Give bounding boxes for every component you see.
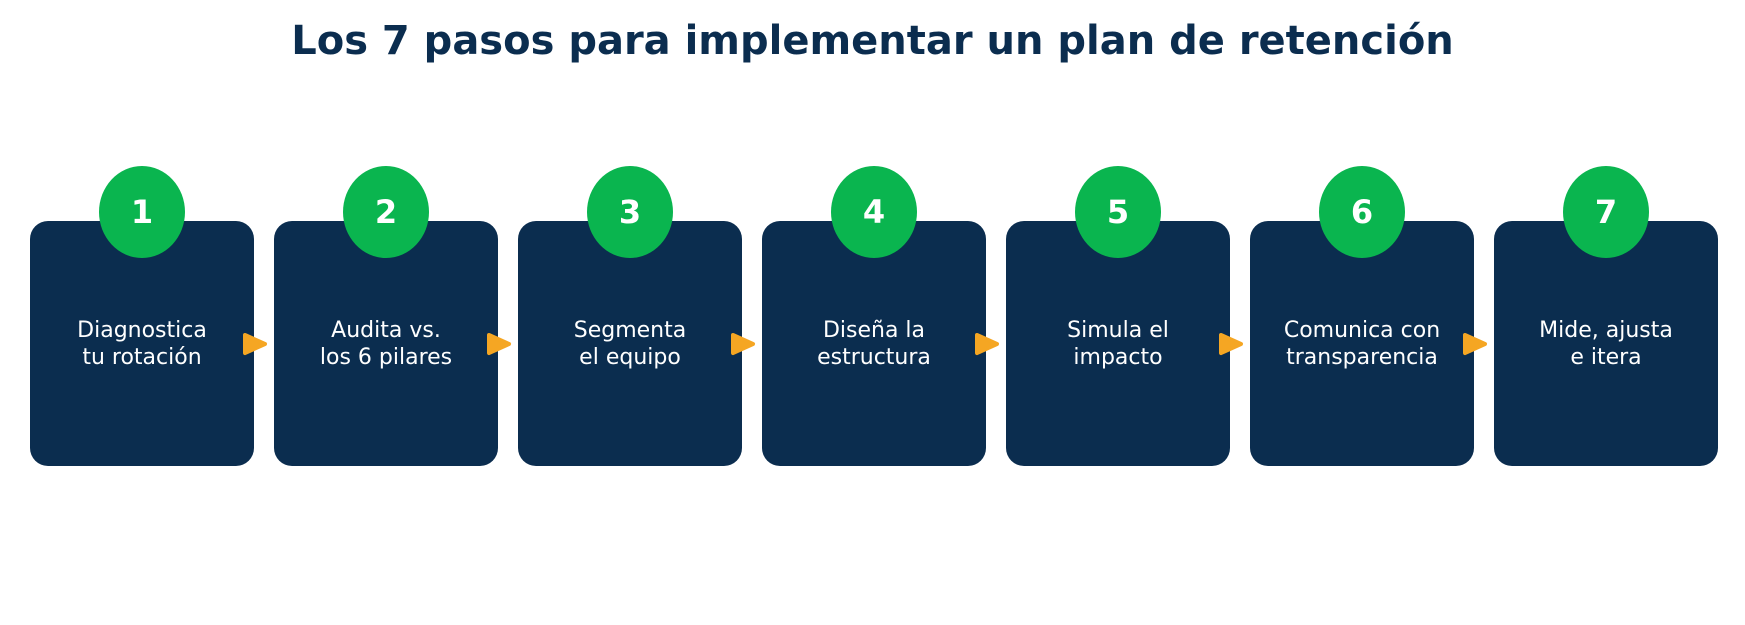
step-6: Comunica con transparencia 6 bbox=[1250, 166, 1474, 466]
step-label: Diseña la estructura bbox=[817, 317, 931, 370]
step-card: Segmenta el equipo bbox=[518, 221, 742, 466]
diagram-title: Los 7 pasos para implementar un plan de … bbox=[291, 18, 1454, 64]
step-label: Simula el impacto bbox=[1067, 317, 1169, 370]
step-label: Comunica con transparencia bbox=[1283, 317, 1441, 370]
arrow-right-icon bbox=[1218, 332, 1244, 356]
arrow-right-icon bbox=[730, 332, 756, 356]
step-5: Simula el impacto 5 bbox=[1006, 166, 1230, 466]
step-number-badge: 1 bbox=[99, 166, 185, 258]
arrow-right-icon bbox=[486, 332, 512, 356]
step-number-badge: 2 bbox=[343, 166, 429, 258]
step-label: Mide, ajusta e itera bbox=[1539, 317, 1673, 370]
step-label: Diagnostica tu rotación bbox=[77, 317, 207, 370]
step-card: Diagnostica tu rotación bbox=[30, 221, 254, 466]
arrow-right-icon bbox=[242, 332, 268, 356]
step-7: Mide, ajusta e itera 7 bbox=[1494, 166, 1718, 466]
step-card: Diseña la estructura bbox=[762, 221, 986, 466]
step-label: Audita vs. los 6 pilares bbox=[319, 317, 453, 370]
step-2: Audita vs. los 6 pilares 2 bbox=[274, 166, 498, 466]
step-card: Simula el impacto bbox=[1006, 221, 1230, 466]
step-4: Diseña la estructura 4 bbox=[762, 166, 986, 466]
step-card: Audita vs. los 6 pilares bbox=[274, 221, 498, 466]
step-3: Segmenta el equipo 3 bbox=[518, 166, 742, 466]
step-label: Segmenta el equipo bbox=[573, 317, 687, 370]
step-card: Mide, ajusta e itera bbox=[1494, 221, 1718, 466]
step-card: Comunica con transparencia bbox=[1250, 221, 1474, 466]
step-number-badge: 3 bbox=[587, 166, 673, 258]
step-number-badge: 6 bbox=[1319, 166, 1405, 258]
arrow-right-icon bbox=[1462, 332, 1488, 356]
step-1: Diagnostica tu rotación 1 bbox=[30, 166, 254, 466]
step-number-badge: 4 bbox=[831, 166, 917, 258]
arrow-right-icon bbox=[974, 332, 1000, 356]
step-number-badge: 5 bbox=[1075, 166, 1161, 258]
step-number-badge: 7 bbox=[1563, 166, 1649, 258]
